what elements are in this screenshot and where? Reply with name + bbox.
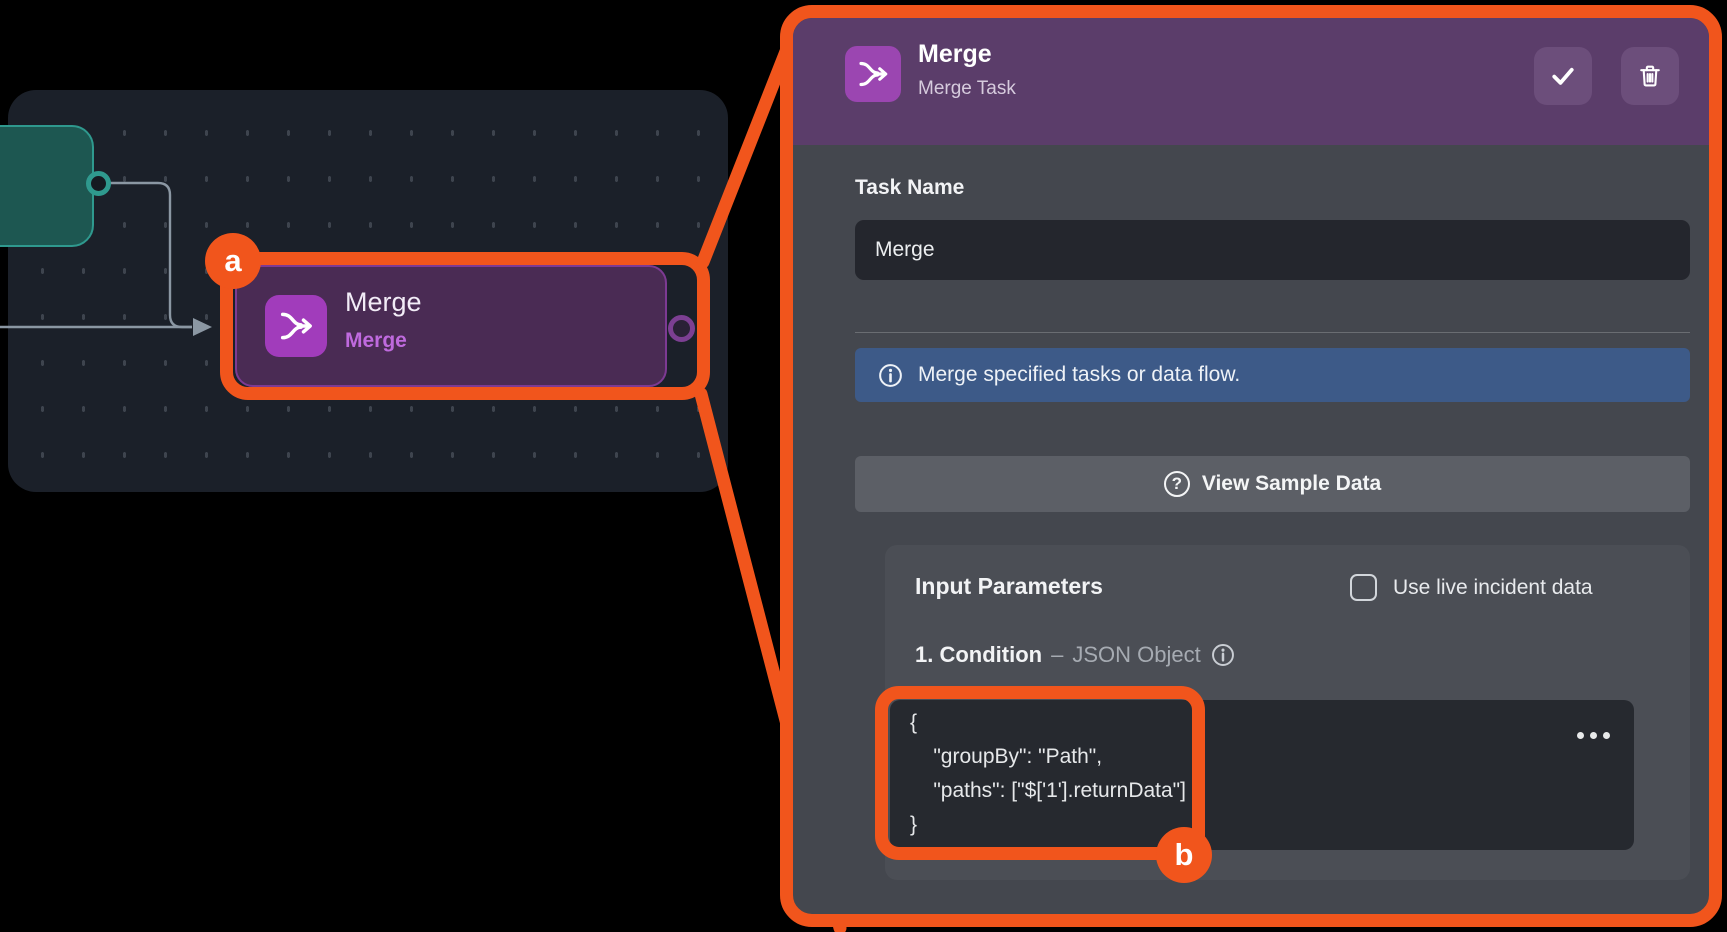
task-name-input[interactable] xyxy=(855,220,1690,280)
callout-badge-b: b xyxy=(1156,827,1212,883)
parameter-name: 1. Condition xyxy=(915,642,1043,667)
section-divider xyxy=(855,332,1690,333)
confirm-button[interactable] xyxy=(1534,47,1592,105)
callout-rect-b xyxy=(875,686,1205,860)
upstream-task-node[interactable] xyxy=(0,125,94,247)
info-banner: Merge specified tasks or data flow. xyxy=(855,348,1690,402)
merge-icon xyxy=(859,61,888,87)
node-subtitle: Merge xyxy=(345,329,407,352)
callout-badge-a: a xyxy=(205,233,261,289)
merge-node-output-port[interactable] xyxy=(668,315,695,342)
parameter-row: 1. Condition – JSON Object xyxy=(915,642,1236,668)
view-sample-data-button[interactable]: ? View Sample Data xyxy=(855,456,1690,512)
merge-task-node[interactable]: Merge Merge xyxy=(235,265,667,387)
panel-title: Merge xyxy=(918,40,992,68)
task-detail-panel: Merge Merge Task Task Name xyxy=(780,5,1722,927)
task-name-label: Task Name xyxy=(855,176,965,199)
panel-header-icon-tile xyxy=(845,46,901,102)
panel-header: Merge Merge Task xyxy=(793,18,1709,145)
info-banner-text: Merge specified tasks or data flow. xyxy=(918,363,1241,386)
delete-button[interactable] xyxy=(1621,47,1679,105)
input-parameters-heading: Input Parameters xyxy=(915,573,1103,599)
merge-icon xyxy=(280,312,312,340)
view-sample-data-label: View Sample Data xyxy=(1201,472,1382,495)
condition-json-editor[interactable]: { "groupBy": "Path", "paths": ["$['1'].r… xyxy=(890,700,1634,850)
trash-icon xyxy=(1640,65,1660,87)
live-incident-data-row[interactable]: Use live incident data xyxy=(1350,574,1593,601)
condition-json-value[interactable]: { "groupBy": "Path", "paths": ["$['1'].r… xyxy=(910,711,1186,836)
upstream-node-output-port[interactable] xyxy=(86,171,111,196)
callout-rect-a xyxy=(220,252,710,400)
live-incident-data-checkbox[interactable] xyxy=(1350,574,1377,601)
parameter-separator: – xyxy=(1051,642,1064,667)
info-icon xyxy=(879,363,902,387)
node-title: Merge xyxy=(345,287,422,317)
editor-menu-button[interactable] xyxy=(1577,732,1610,739)
info-icon xyxy=(1211,644,1234,666)
merge-node-icon-tile xyxy=(265,295,327,357)
live-incident-data-label: Use live incident data xyxy=(1393,575,1593,599)
check-icon xyxy=(1552,67,1574,85)
parameter-type: JSON Object xyxy=(1072,642,1201,667)
input-parameters-card: Input Parameters Use live incident data … xyxy=(885,545,1690,880)
panel-subtitle: Merge Task xyxy=(918,78,1016,99)
question-icon: ? xyxy=(1163,471,1190,497)
